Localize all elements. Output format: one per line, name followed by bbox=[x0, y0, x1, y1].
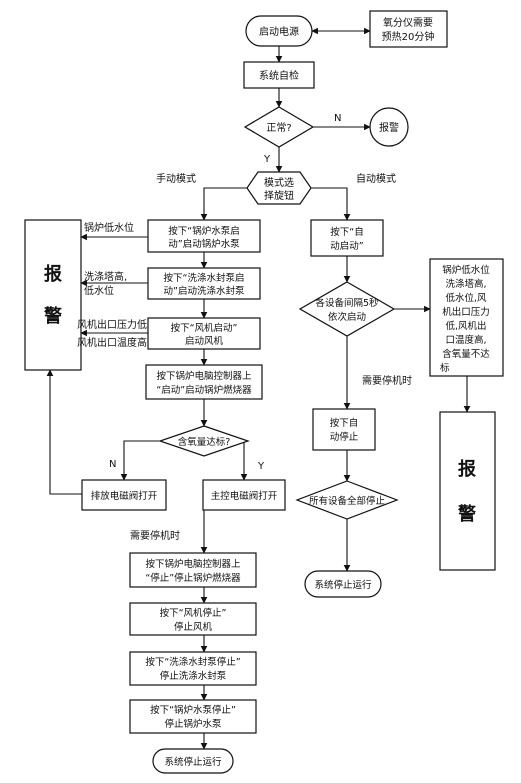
svg-text:警: 警 bbox=[458, 503, 476, 525]
label-need-stop-right: 需要停机时 bbox=[362, 374, 412, 387]
node-stop-step-4: 按下“锅炉水泵停止” 停止锅炉水泵 bbox=[129, 699, 257, 734]
svg-text:含氧量不达: 含氧量不达 bbox=[442, 348, 490, 360]
nodes: 启动电源 氧分仪需要 预热20分钟 系统自检 正常? 报警 模式选 择旋钮 bbox=[24, 10, 504, 774]
label-y-oxy: Y bbox=[257, 461, 265, 472]
label-fan-pressure: 风机出口压力低 bbox=[77, 318, 147, 331]
svg-text:各设备间隔5秒: 各设备间隔5秒 bbox=[315, 297, 379, 309]
svg-text:低水位,风: 低水位,风 bbox=[445, 292, 487, 304]
node-self-check: 系统自检 bbox=[243, 61, 315, 89]
node-main-valve: 主控电磁阀打开 bbox=[202, 479, 286, 511]
svg-text:按下锅炉电脑控制器上: 按下锅炉电脑控制器上 bbox=[145, 558, 241, 570]
svg-text:动”启动洗涤水封泵: 动”启动洗涤水封泵 bbox=[164, 285, 245, 297]
node-alarm-left: 报 警 bbox=[24, 219, 82, 371]
svg-text:锅炉低水位: 锅炉低水位 bbox=[442, 264, 490, 276]
node-start-power: 启动电源 bbox=[245, 15, 313, 47]
node-fault-list: 锅炉低水位 洗涤塔高, 低水位,风 机出口压力 低,风机出 口温度高, 含氧量不… bbox=[429, 258, 504, 377]
svg-text:启动电源: 启动电源 bbox=[259, 25, 299, 38]
node-alarm-right: 报 警 bbox=[439, 411, 496, 571]
edge-oxy-vent bbox=[120, 440, 160, 481]
node-stop-step-1: 按下锅炉电脑控制器上 “停止”停止锅炉燃烧器 bbox=[129, 552, 257, 588]
svg-text:正常?: 正常? bbox=[266, 121, 291, 134]
svg-text:按下锅炉电脑控制器上: 按下锅炉电脑控制器上 bbox=[156, 370, 252, 382]
edge-mode-auto bbox=[311, 187, 351, 221]
svg-text:报: 报 bbox=[44, 263, 62, 285]
label-n-oxy: N bbox=[109, 459, 116, 470]
node-stop-right: 系统停止运行 bbox=[304, 570, 382, 598]
svg-text:所有设备全部停止: 所有设备全部停止 bbox=[309, 495, 386, 507]
node-manual-step-3: 按下“风机启动” 启动风机 bbox=[147, 317, 261, 350]
svg-text:启动风机: 启动风机 bbox=[185, 335, 224, 347]
node-preheat-note: 氧分仪需要 预热20分钟 bbox=[369, 10, 448, 48]
node-auto-start: 按下“自 动启动” bbox=[310, 219, 384, 257]
svg-text:停止洗涤水封泵: 停止洗涤水封泵 bbox=[160, 670, 227, 682]
edge-oxy-main bbox=[240, 440, 248, 481]
svg-text:按下“自: 按下“自 bbox=[330, 226, 363, 238]
edges bbox=[46, 27, 471, 750]
svg-text:机出口压力: 机出口压力 bbox=[442, 306, 490, 318]
svg-text:按下“风机启动”: 按下“风机启动” bbox=[171, 322, 238, 334]
svg-text:动停止: 动停止 bbox=[330, 431, 359, 443]
svg-text:择旋钮: 择旋钮 bbox=[264, 189, 294, 202]
node-alarm-top: 报警 bbox=[369, 107, 409, 147]
node-auto-stop: 按下自 动停止 bbox=[312, 408, 376, 451]
svg-text:模式选: 模式选 bbox=[264, 176, 294, 189]
node-manual-step-2: 按下“洗涤水封泵启 动”启动洗涤水封泵 bbox=[147, 267, 261, 300]
svg-text:标: 标 bbox=[440, 362, 450, 374]
node-stop-left: 系统停止运行 bbox=[152, 748, 234, 774]
node-oxygen-decision: 含氧量达标? bbox=[158, 425, 250, 457]
svg-text:按下“锅炉水泵停止”: 按下“锅炉水泵停止” bbox=[150, 704, 236, 716]
svg-text:报: 报 bbox=[458, 458, 476, 480]
label-manual: 手动模式 bbox=[156, 172, 196, 185]
svg-text:洗涤塔高,: 洗涤塔高, bbox=[445, 278, 486, 290]
node-stop-step-2: 按下“风机停止” 停止风机 bbox=[129, 602, 257, 636]
label-fan-temp: 风机出口温度高 bbox=[77, 336, 147, 349]
svg-text:停止锅炉水泵: 停止锅炉水泵 bbox=[164, 718, 222, 730]
svg-text:预热20分钟: 预热20分钟 bbox=[382, 30, 435, 43]
node-normal-decision: 正常? bbox=[243, 106, 315, 148]
node-interval-decision: 各设备间隔5秒 依次启动 bbox=[298, 281, 396, 337]
svg-text:主控电磁阀打开: 主控电磁阀打开 bbox=[211, 490, 278, 502]
node-all-stop: 所有设备全部停止 bbox=[295, 480, 399, 520]
svg-text:动”启动锅炉水泵: 动”启动锅炉水泵 bbox=[168, 238, 240, 250]
label-n-top: N bbox=[334, 113, 341, 124]
node-vent-valve: 排放电磁阀打开 bbox=[81, 479, 167, 511]
label-scrub-2: 低水位 bbox=[84, 284, 114, 297]
node-manual-step-1: 按下“锅炉水泵启 动”启动锅炉水泵 bbox=[147, 219, 261, 253]
svg-text:警: 警 bbox=[44, 305, 62, 327]
label-y-top: Y bbox=[263, 154, 271, 165]
edge-labels: N Y 手动模式 自动模式 锅炉低水位 洗涤塔高, 低水位 风机出口压力低 风机… bbox=[77, 113, 412, 542]
svg-text:按下“锅炉水泵启: 按下“锅炉水泵启 bbox=[168, 225, 239, 237]
svg-text:含氧量达标?: 含氧量达标? bbox=[178, 436, 231, 448]
edge-mode-manual bbox=[200, 187, 247, 221]
svg-text:报警: 报警 bbox=[379, 121, 399, 134]
edge-vent-alarm bbox=[46, 369, 82, 495]
label-boiler-low: 锅炉低水位 bbox=[84, 221, 134, 234]
svg-text:系统停止运行: 系统停止运行 bbox=[314, 579, 372, 591]
svg-text:按下“洗涤水封泵启: 按下“洗涤水封泵启 bbox=[164, 272, 245, 284]
svg-text:系统停止运行: 系统停止运行 bbox=[164, 756, 222, 768]
svg-text:按下“洗涤水封泵停止”: 按下“洗涤水封泵停止” bbox=[145, 656, 240, 668]
label-auto: 自动模式 bbox=[356, 172, 396, 185]
node-stop-step-3: 按下“洗涤水封泵停止” 停止洗涤水封泵 bbox=[129, 651, 257, 686]
svg-text:系统自检: 系统自检 bbox=[259, 69, 299, 82]
svg-text:排放电磁阀打开: 排放电磁阀打开 bbox=[91, 490, 158, 502]
label-scrub-1: 洗涤塔高, bbox=[84, 270, 127, 283]
label-need-stop-left: 需要停机时 bbox=[130, 529, 180, 542]
node-manual-step-4: 按下锅炉电脑控制器上 “启动”启动锅炉燃烧器 bbox=[145, 364, 263, 400]
svg-text:依次启动: 依次启动 bbox=[328, 311, 366, 323]
svg-text:“启动”启动锅炉燃烧器: “启动”启动锅炉燃烧器 bbox=[156, 384, 252, 396]
svg-text:氧分仪需要: 氧分仪需要 bbox=[383, 16, 433, 29]
svg-text:口温度高,: 口温度高, bbox=[445, 334, 486, 346]
svg-text:停止风机: 停止风机 bbox=[174, 621, 213, 633]
svg-text:动启动”: 动启动” bbox=[330, 240, 364, 252]
node-mode-select: 模式选 择旋钮 bbox=[246, 171, 312, 205]
svg-text:“停止”停止锅炉燃烧器: “停止”停止锅炉燃烧器 bbox=[145, 572, 241, 584]
svg-text:按下“风机停止”: 按下“风机停止” bbox=[160, 607, 227, 619]
svg-text:低,风机出: 低,风机出 bbox=[445, 320, 486, 332]
svg-text:按下自: 按下自 bbox=[330, 417, 359, 429]
